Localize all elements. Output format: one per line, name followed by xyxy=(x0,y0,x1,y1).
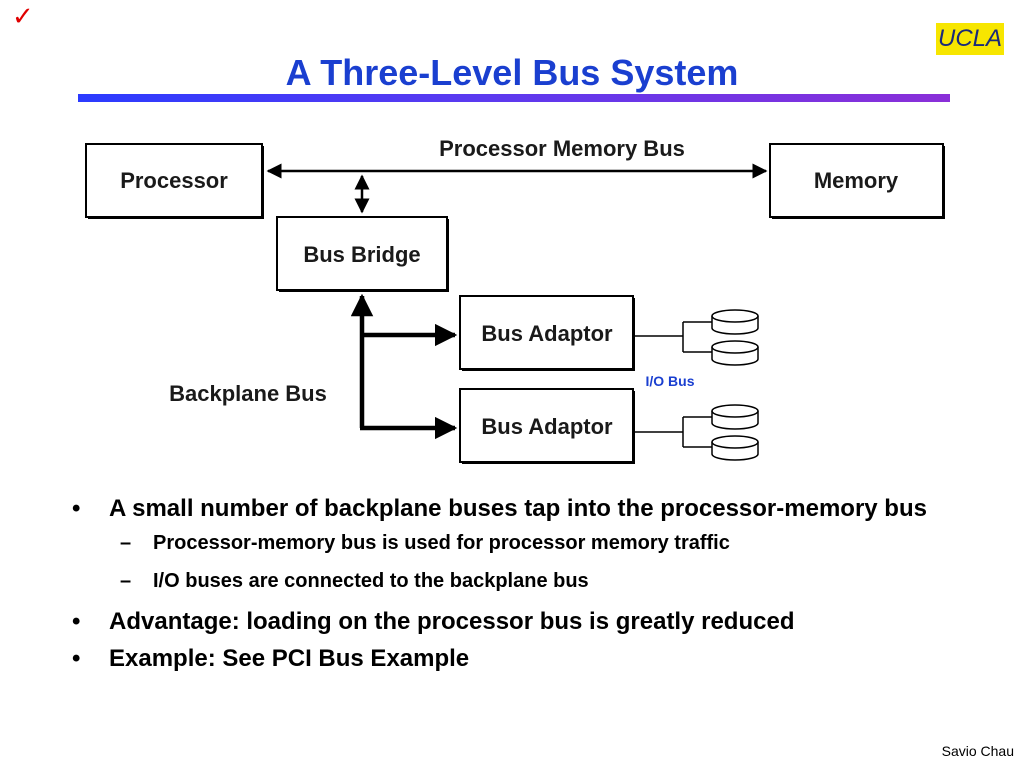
backplane-bus-label: Backplane Bus xyxy=(169,381,327,406)
bus-adaptor-2-block: Bus Adaptor xyxy=(459,388,635,464)
bullet-text: Advantage: loading on the processor bus … xyxy=(109,608,795,635)
memory-block: Memory xyxy=(769,143,945,219)
sub-bullet-item: – I/O buses are connected to the backpla… xyxy=(72,567,952,595)
disk-icon xyxy=(711,309,759,335)
title-divider xyxy=(78,94,950,102)
bus-bridge-label: Bus Bridge xyxy=(303,242,420,267)
io-bus-1 xyxy=(633,321,712,353)
bullet-text: Example: See PCI Bus Example xyxy=(109,645,470,672)
bus-adaptor-1-block: Bus Adaptor xyxy=(459,295,635,371)
bus-adaptor-2-label: Bus Adaptor xyxy=(481,414,613,439)
sub-bullet-text: I/O buses are connected to the backplane… xyxy=(153,570,589,592)
io-bus-2 xyxy=(633,416,712,448)
sub-bullet-marker: – xyxy=(120,570,132,592)
logo-text: UCLA xyxy=(937,25,1003,52)
sub-bullet-item: – Processor-memory bus is used for proce… xyxy=(72,529,952,557)
disk-icon xyxy=(711,340,759,366)
bullet-marker: • xyxy=(72,645,81,672)
slide-title: A Three-Level Bus System xyxy=(285,52,739,93)
bullet-marker: • xyxy=(72,608,81,635)
memory-label: Memory xyxy=(814,168,899,193)
author-footer: Savio Chau xyxy=(941,743,1014,759)
disk-icon xyxy=(711,404,759,430)
sub-bullet-text: Processor-memory bus is used for process… xyxy=(153,532,730,554)
bus-bridge-block: Bus Bridge xyxy=(276,216,449,292)
disk-icon xyxy=(711,435,759,461)
bullet-marker: • xyxy=(72,495,81,522)
bullet-item: • Advantage: loading on the processor bu… xyxy=(72,605,952,638)
ucla-logo: UCLA xyxy=(936,23,1004,55)
io-bus-label: I/O Bus xyxy=(645,373,694,389)
processor-block: Processor xyxy=(85,143,264,219)
bullet-item: • A small number of backplane buses tap … xyxy=(72,492,952,525)
bus-adaptor-1-label: Bus Adaptor xyxy=(481,321,613,346)
processor-memory-bus-label: Processor Memory Bus xyxy=(439,136,685,161)
processor-label: Processor xyxy=(120,168,228,193)
sub-bullet-marker: – xyxy=(120,532,132,554)
bullet-text: A small number of backplane buses tap in… xyxy=(109,495,927,522)
bullet-list: • A small number of backplane buses tap … xyxy=(72,492,952,679)
bullet-item: • Example: See PCI Bus Example xyxy=(72,642,952,675)
check-icon: ✓ xyxy=(12,2,34,32)
